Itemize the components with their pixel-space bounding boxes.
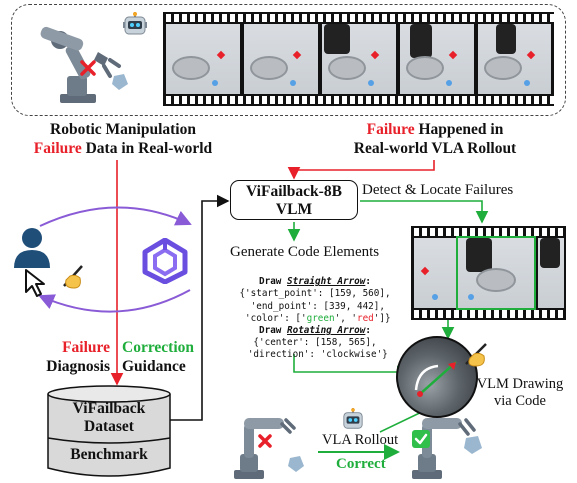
- correct-label: Correct: [336, 456, 386, 472]
- vlm-drawing-line2: via Code: [494, 393, 546, 409]
- correction-guidance-label: Correction Guidance: [122, 338, 222, 376]
- vlm-drawing-circle: [396, 336, 478, 418]
- failure-word: Failure: [33, 140, 82, 157]
- code-line: 'direction': 'clockwise'}: [242, 349, 388, 361]
- failure-word: Failure: [366, 121, 415, 138]
- rollout-frame-2: [244, 24, 318, 94]
- generate-label: Generate Code Elements: [230, 244, 380, 260]
- rollout-frame-3: [322, 24, 396, 94]
- green-arrow-vlm-to-frames: [360, 200, 489, 224]
- black-arrow-dataset-to-vlm: [170, 194, 230, 421]
- top-right-caption: Failure Happened in Real-world VLA Rollo…: [335, 120, 535, 158]
- green-arrow-code-to-drawing: [293, 354, 410, 379]
- robot-arm-failure-icon: [40, 26, 128, 103]
- vlm-drawing-label: VLM Drawing via Code: [468, 376, 572, 410]
- failure-frame-1: [414, 238, 456, 308]
- failure-diagnosis-label: Failure Diagnosis: [18, 338, 110, 376]
- caption-rest: Happened in: [414, 121, 504, 138]
- rollout-frame-4: [400, 24, 474, 94]
- code-title-straight: Draw Straight Arrow:: [259, 276, 371, 288]
- pencil-hand-icon: [465, 343, 487, 367]
- drawn-arrows: [414, 361, 457, 397]
- vlm-word: VLM: [275, 201, 313, 218]
- purple-cycle-bottom: [38, 289, 191, 313]
- failure-word: Failure: [62, 339, 110, 356]
- guidance-word: Guidance: [122, 358, 186, 375]
- top-left-caption: Robotic Manipulation Failure Data in Rea…: [18, 120, 228, 158]
- dataset-label: ViFailback Dataset: [46, 400, 172, 436]
- code-block: Draw Straight Arrow:{'start_point': [159…: [220, 264, 410, 374]
- check-icon: [412, 430, 430, 448]
- code-title-rotating: Draw Rotating Arrow:: [259, 325, 371, 337]
- database-icon: [47, 385, 171, 477]
- caption-line: Real-world VLA Rollout: [353, 140, 517, 157]
- caption-line: Robotic Manipulation: [50, 121, 196, 138]
- code-line-color: 'color': ['green', 'red']}: [239, 312, 391, 324]
- writing-hand-icon: [63, 265, 83, 289]
- top-panel: [11, 4, 566, 116]
- user-icon: [14, 228, 50, 268]
- code-line: {'center': [158, 565],: [253, 337, 377, 349]
- rollout-frame-1: [166, 24, 240, 94]
- robot-face-small-icon: [343, 408, 363, 429]
- caption-rest: Data in Real-world: [81, 140, 213, 157]
- cursor-icon: [25, 269, 45, 297]
- dataset-word: Dataset: [84, 418, 134, 435]
- diagnosis-word: Diagnosis: [46, 358, 110, 375]
- robot-arm-failure-small-icon: [234, 418, 304, 479]
- benchmark-label: Benchmark: [70, 446, 148, 463]
- vla-logo-icon: [142, 238, 188, 284]
- red-arrow-to-vlm: [287, 160, 435, 180]
- robot-face-icon: [123, 12, 147, 35]
- rollout-frame-5: [478, 24, 551, 94]
- failure-frame-2-highlighted: [456, 236, 536, 310]
- code-line: {'start_point': [159, 560],: [239, 288, 391, 300]
- purple-cycle-top: [39, 206, 192, 227]
- correction-word: Correction: [122, 339, 195, 356]
- vlm-box: ViFailback-8B VLM: [230, 180, 358, 220]
- vlm-name: ViFailback-8B: [246, 183, 342, 200]
- vlm-drawing-line1: VLM Drawing: [476, 376, 564, 392]
- code-line: 'end_point': [339, 442],: [245, 300, 385, 312]
- dataset-name: ViFailback: [72, 400, 146, 417]
- detect-label: Detect & Locate Failures: [362, 182, 514, 198]
- vla-rollout-label: VLA Rollout: [322, 432, 399, 448]
- failure-frame-3: [538, 238, 564, 308]
